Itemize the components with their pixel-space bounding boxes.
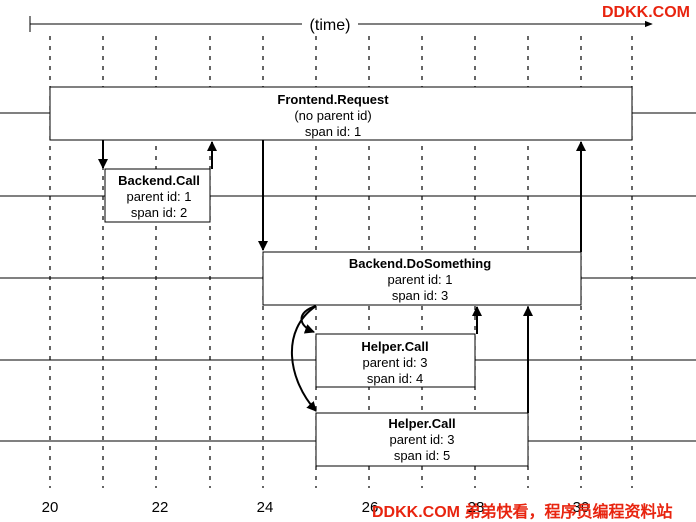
span-parent-id: parent id: 1 [126,189,191,204]
tick-label: 28 [468,499,485,516]
span-helper-call-4: Helper.Call parent id: 3 span id: 4 [315,333,476,388]
span-name: Helper.Call [388,416,455,431]
span-id: span id: 1 [305,124,361,139]
watermark-top: DDKK.COM [602,4,690,21]
span-id: span id: 4 [367,371,423,386]
tick-label: 24 [257,499,274,516]
span-name: Backend.DoSomething [349,256,491,271]
tick-label: 26 [362,499,379,516]
watermark-bottom: DDKK.COM 弟弟快看，程序员编程资料站 [372,504,673,521]
tick-labels: 20 22 24 26 28 30 [42,499,590,516]
span-box [104,168,211,223]
span-name: Backend.Call [118,173,200,188]
span-parent-id: parent id: 3 [389,432,454,447]
tick-label: 22 [152,499,169,516]
span-helper-call-5: Helper.Call parent id: 3 span id: 5 [315,412,529,467]
span-id: span id: 2 [131,205,187,220]
span-box [262,251,582,306]
span-parent-id: (no parent id) [294,108,371,123]
time-axis: (time) [29,16,653,34]
span-box [315,333,476,388]
call-arrows [98,140,586,413]
span-backend-call: Backend.Call parent id: 1 span id: 2 [104,168,211,223]
tick-label: 30 [573,499,590,516]
time-axis-label: (time) [310,17,351,34]
tick-label: 20 [42,499,59,516]
span-box [315,412,529,467]
span-name: Frontend.Request [277,92,389,107]
call-arrow [300,305,317,334]
span-frontend-request: Frontend.Request (no parent id) span id:… [49,86,633,141]
span-parent-id: parent id: 1 [387,272,452,287]
span-box [49,86,633,141]
span-name: Helper.Call [361,339,428,354]
span-parent-id: parent id: 3 [362,355,427,370]
span-backend-dosomething: Backend.DoSomething parent id: 1 span id… [262,251,582,306]
span-id: span id: 3 [392,288,448,303]
call-arrow [291,305,317,412]
span-id: span id: 5 [394,448,450,463]
